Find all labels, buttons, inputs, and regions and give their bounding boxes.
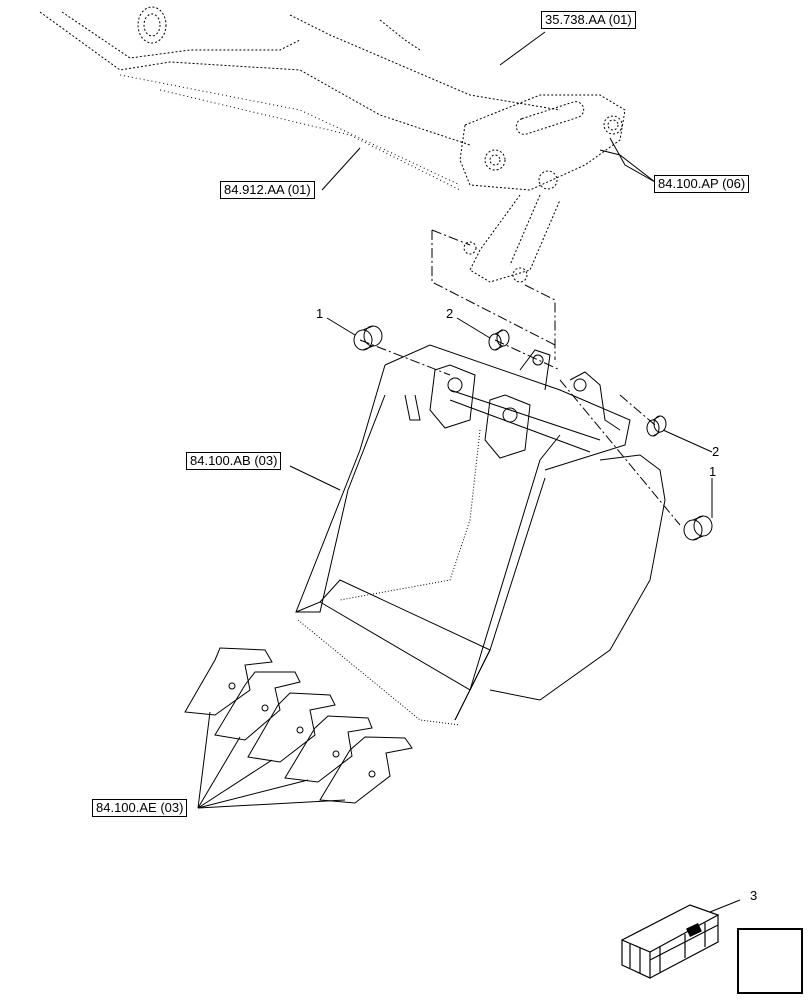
ref-arm-link[interactable]: 35.738.AA (01) bbox=[541, 11, 636, 29]
bucket bbox=[295, 344, 666, 726]
leader-lines bbox=[197, 31, 741, 913]
bushing-2-right bbox=[646, 415, 667, 437]
navigation-box[interactable] bbox=[737, 928, 803, 994]
callout-item-2-left: 2 bbox=[446, 306, 454, 321]
callout-item-2-right: 2 bbox=[712, 444, 720, 459]
linkage-assembly bbox=[459, 94, 626, 283]
crate-kit-icon bbox=[620, 904, 720, 979]
callout-item-3: 3 bbox=[750, 888, 758, 903]
ref-bucket[interactable]: 84.100.AB (03) bbox=[186, 452, 282, 470]
bushing-2-left bbox=[488, 329, 510, 351]
alignment-lines bbox=[359, 229, 681, 526]
tooth-5 bbox=[319, 736, 413, 804]
tooth-1 bbox=[184, 647, 273, 716]
bushing-1-left bbox=[353, 325, 383, 351]
ref-link-pins[interactable]: 84.100.AP (06) bbox=[654, 175, 750, 193]
arm-assembly bbox=[39, 6, 561, 191]
tooth-2 bbox=[214, 671, 301, 741]
bushing-1-right bbox=[683, 515, 713, 541]
callout-item-1-right: 1 bbox=[709, 464, 717, 479]
tooth-4 bbox=[284, 715, 373, 783]
bucket-teeth bbox=[184, 647, 413, 804]
ref-arm[interactable]: 84.912.AA (01) bbox=[220, 181, 315, 199]
tooth-3 bbox=[247, 692, 336, 763]
callout-item-1-left: 1 bbox=[316, 306, 324, 321]
ref-teeth[interactable]: 84.100.AE (03) bbox=[92, 799, 188, 817]
